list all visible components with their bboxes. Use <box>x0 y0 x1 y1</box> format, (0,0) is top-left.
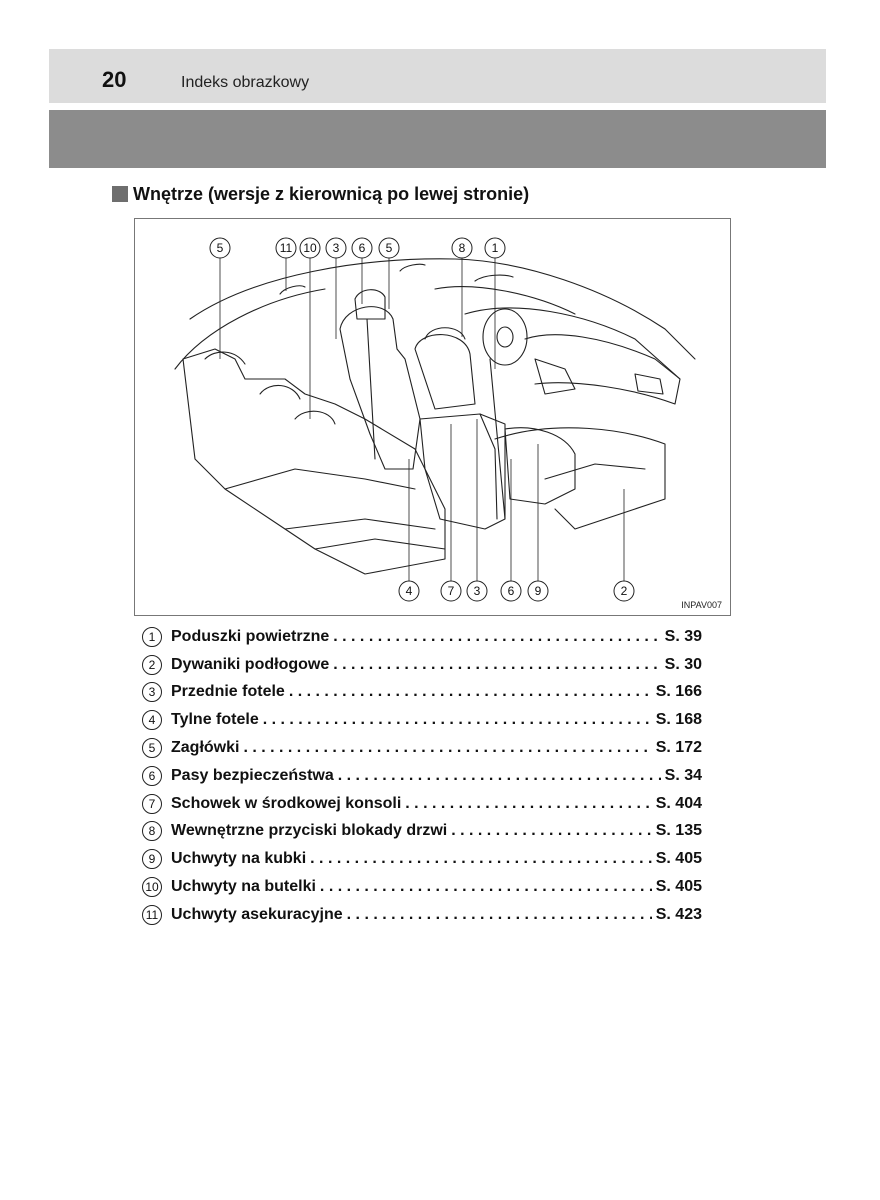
callout-number: 8 <box>459 241 466 255</box>
callout-circle <box>378 237 400 259</box>
callout-circle <box>299 237 321 259</box>
item-label: Uchwyty asekuracyjne <box>171 905 343 923</box>
list-item: 2 Dywaniki podłogowe S. 30 <box>142 651 702 679</box>
callout-circle <box>527 580 549 602</box>
page-reference[interactable]: S. 39 <box>664 627 702 645</box>
item-label: Wewnętrzne przyciski blokady drzwi <box>171 822 448 840</box>
dot-leader <box>310 850 652 868</box>
dot-leader <box>333 628 660 646</box>
callout-circle <box>325 237 347 259</box>
list-item: 3 Przednie fotele S. 166 <box>142 679 702 707</box>
callout-number: 2 <box>621 584 628 598</box>
section-square-icon <box>112 186 128 202</box>
item-label: Dywaniki podłogowe <box>171 655 330 673</box>
callout-number: 3 <box>474 584 481 598</box>
dot-leader <box>243 739 651 757</box>
header-bar <box>49 49 826 103</box>
page-reference[interactable]: S. 423 <box>655 905 702 923</box>
list-item: 7 Schowek w środkowej konsoli S. 404 <box>142 790 702 818</box>
item-number-badge: 11 <box>142 904 162 925</box>
list-item: 9 Uchwyty na kubki S. 405 <box>142 845 702 873</box>
list-item: 4 Tylne fotele S. 168 <box>142 706 702 734</box>
legend-list: 1 Poduszki powietrzne S. 39 2 Dywaniki podło… <box>142 623 702 929</box>
dot-leader <box>333 656 660 674</box>
dot-leader <box>451 822 652 840</box>
callout-circle <box>209 237 231 259</box>
header-title: Indeks obrazkowy <box>181 74 310 91</box>
item-number-badge: 10 <box>142 877 162 898</box>
item-label: Pasy bezpieczeństwa <box>171 766 334 784</box>
callout-number: 6 <box>359 241 366 255</box>
section-title: Wnętrze (wersje z kierownicą po lewej st… <box>133 184 530 204</box>
page-reference[interactable]: S. 404 <box>655 794 702 812</box>
car-interior-drawing: 5 11 10 3 6 5 8 1 4 7 3 6 9 2 <box>174 237 696 602</box>
section-band <box>49 110 826 168</box>
page-reference[interactable]: S. 405 <box>655 878 702 896</box>
callout-number: 6 <box>508 584 515 598</box>
page-reference[interactable]: S. 172 <box>655 739 702 757</box>
page-number: 20 <box>102 67 127 92</box>
section-heading: Wnętrze (wersje z kierownicą po lewej st… <box>112 183 529 205</box>
callout-circle <box>500 580 522 602</box>
item-label: Przednie fotele <box>171 683 285 701</box>
callout-number: 7 <box>448 584 455 598</box>
item-label: Poduszki powietrzne <box>171 627 330 645</box>
item-number-badge: 5 <box>142 738 162 759</box>
callout-number: 4 <box>406 584 413 598</box>
callout-circle <box>451 237 473 259</box>
callout-number: 10 <box>303 241 317 255</box>
callout-circle <box>398 580 420 602</box>
item-number-badge: 7 <box>142 793 162 814</box>
item-number-badge: 6 <box>142 765 162 786</box>
item-number-badge: 4 <box>142 710 162 731</box>
item-label: Schowek w środkowej konsoli <box>171 794 402 812</box>
item-label: Zagłówki <box>171 739 240 757</box>
page-reference[interactable]: S. 34 <box>664 766 702 784</box>
item-label: Uchwyty na kubki <box>171 850 307 868</box>
list-item: 11 Uchwyty asekuracyjne S. 423 <box>142 901 702 929</box>
item-number-badge: 9 <box>142 849 162 870</box>
callout-number: 5 <box>217 241 224 255</box>
callout-circle <box>440 580 462 602</box>
callout-number: 9 <box>535 584 542 598</box>
item-label: Uchwyty na butelki <box>171 878 316 896</box>
dot-leader <box>320 878 652 896</box>
callout-number: 11 <box>280 241 293 255</box>
list-item: 8 Wewnętrzne przyciski blokady drzwi S. 13… <box>142 818 702 846</box>
callout-circle <box>484 237 506 259</box>
callout-circle <box>613 580 635 602</box>
list-item: 6 Pasy bezpieczeństwa S. 34 <box>142 762 702 790</box>
page-reference[interactable]: S. 168 <box>655 711 702 729</box>
callout-number: 5 <box>386 241 393 255</box>
list-item: 1 Poduszki powietrzne S. 39 <box>142 623 702 651</box>
item-number-badge: 1 <box>142 626 162 647</box>
dot-leader <box>347 906 652 924</box>
callout-circle <box>351 237 373 259</box>
item-number-badge: 2 <box>142 654 162 675</box>
dot-leader <box>405 795 651 813</box>
callout-number: 1 <box>492 241 499 255</box>
item-number-badge: 8 <box>142 821 162 842</box>
figure-code: INPAV007 <box>681 600 722 610</box>
interior-illustration: 5 11 10 3 6 5 8 1 4 7 3 6 9 2 INPAV007 <box>134 218 731 616</box>
callout-circle <box>275 237 297 259</box>
item-label: Tylne fotele <box>171 711 259 729</box>
list-item: 5 Zagłówki S. 172 <box>142 734 702 762</box>
list-item: 10 Uchwyty na butelki S. 405 <box>142 873 702 901</box>
dot-leader <box>263 711 652 729</box>
page-reference[interactable]: S. 405 <box>655 850 702 868</box>
callout-number: 3 <box>333 241 340 255</box>
page-reference[interactable]: S. 135 <box>655 822 702 840</box>
dot-leader <box>289 683 652 701</box>
page-reference[interactable]: S. 30 <box>664 655 702 673</box>
page-reference[interactable]: S. 166 <box>655 683 702 701</box>
item-number-badge: 3 <box>142 682 162 703</box>
callout-circle <box>466 580 488 602</box>
dot-leader <box>338 767 661 785</box>
